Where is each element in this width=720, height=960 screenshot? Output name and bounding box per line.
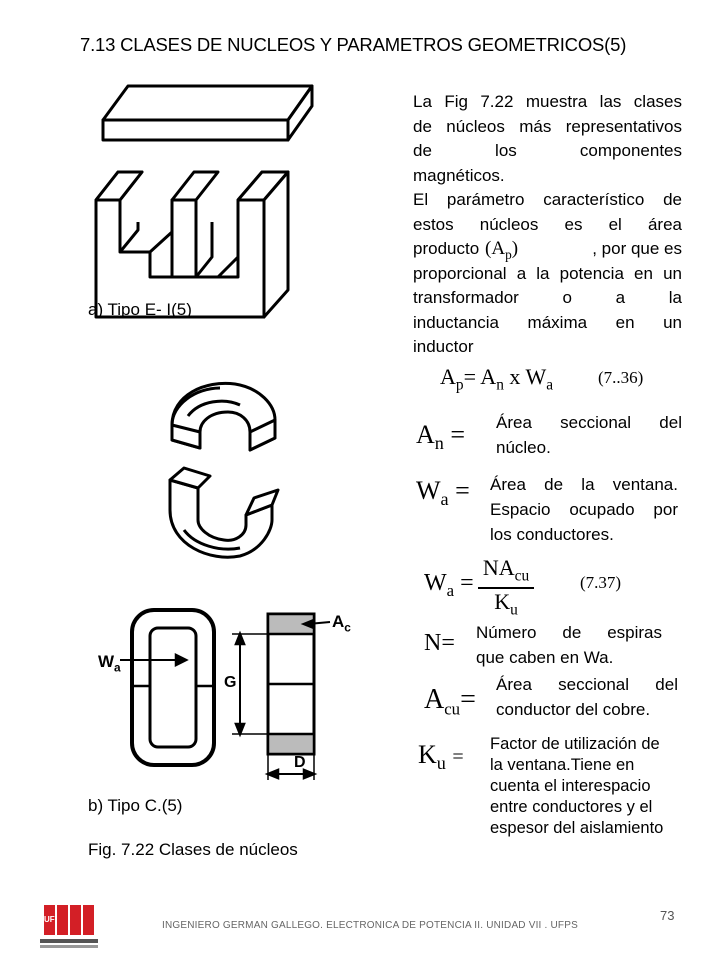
footer-text: INGENIERO GERMAN GALLEGO. ELECTRONICA DE… — [162, 920, 578, 931]
symbol-an: An = — [416, 420, 466, 454]
equation-number-7-37: (7.37) — [580, 573, 622, 592]
label-d: D — [294, 754, 306, 771]
equation-7-37-fraction: NAcu Ku — [478, 555, 534, 620]
page-title: 7.13 CLASES DE NUCLEOS Y PARAMETROS GEOM… — [80, 34, 627, 55]
c-core-section-figure — [120, 608, 331, 780]
figure-caption: Fig. 7.22 Clases de núcleos — [88, 840, 298, 859]
equation-number-7-36: (7..36) — [598, 368, 644, 387]
equation-7-36: Ap= An x Wa — [440, 364, 554, 394]
intro-paragraph: La Fig 7.22 muestra las clases de núcleo… — [413, 92, 682, 356]
ei-core-figure — [94, 84, 314, 319]
label-g: G — [224, 674, 237, 691]
symbol-n: N= — [424, 630, 455, 656]
ufps-logo: UFPS — [40, 905, 98, 953]
equation-7-37-lhs: Wa = — [424, 570, 474, 600]
desc-ku: Factor de utilización de la ventana.Tien… — [490, 735, 664, 837]
page-number: 73 — [660, 908, 675, 923]
desc-wa: Área de la ventana. Espacio ocupado por … — [490, 475, 678, 544]
ap-symbol: (Ap) — [485, 238, 519, 262]
caption-type-ei: a) Tipo E- I(5) — [88, 300, 192, 319]
c-core-3d-figure — [168, 381, 280, 559]
label-wa: Wa — [98, 652, 121, 675]
label-ac: Ac — [332, 612, 351, 635]
desc-an: Área seccional del núcleo. — [496, 413, 682, 457]
symbol-wa: Wa = — [416, 476, 470, 510]
symbol-ku: Ku = — [418, 740, 464, 774]
caption-type-c: b) Tipo C.(5) — [88, 796, 183, 815]
symbol-acu: Acu= — [424, 684, 476, 719]
desc-acu: Área seccional del conductor del cobre. — [496, 675, 678, 719]
desc-n: Número de espiras que caben en Wa. — [476, 623, 662, 667]
